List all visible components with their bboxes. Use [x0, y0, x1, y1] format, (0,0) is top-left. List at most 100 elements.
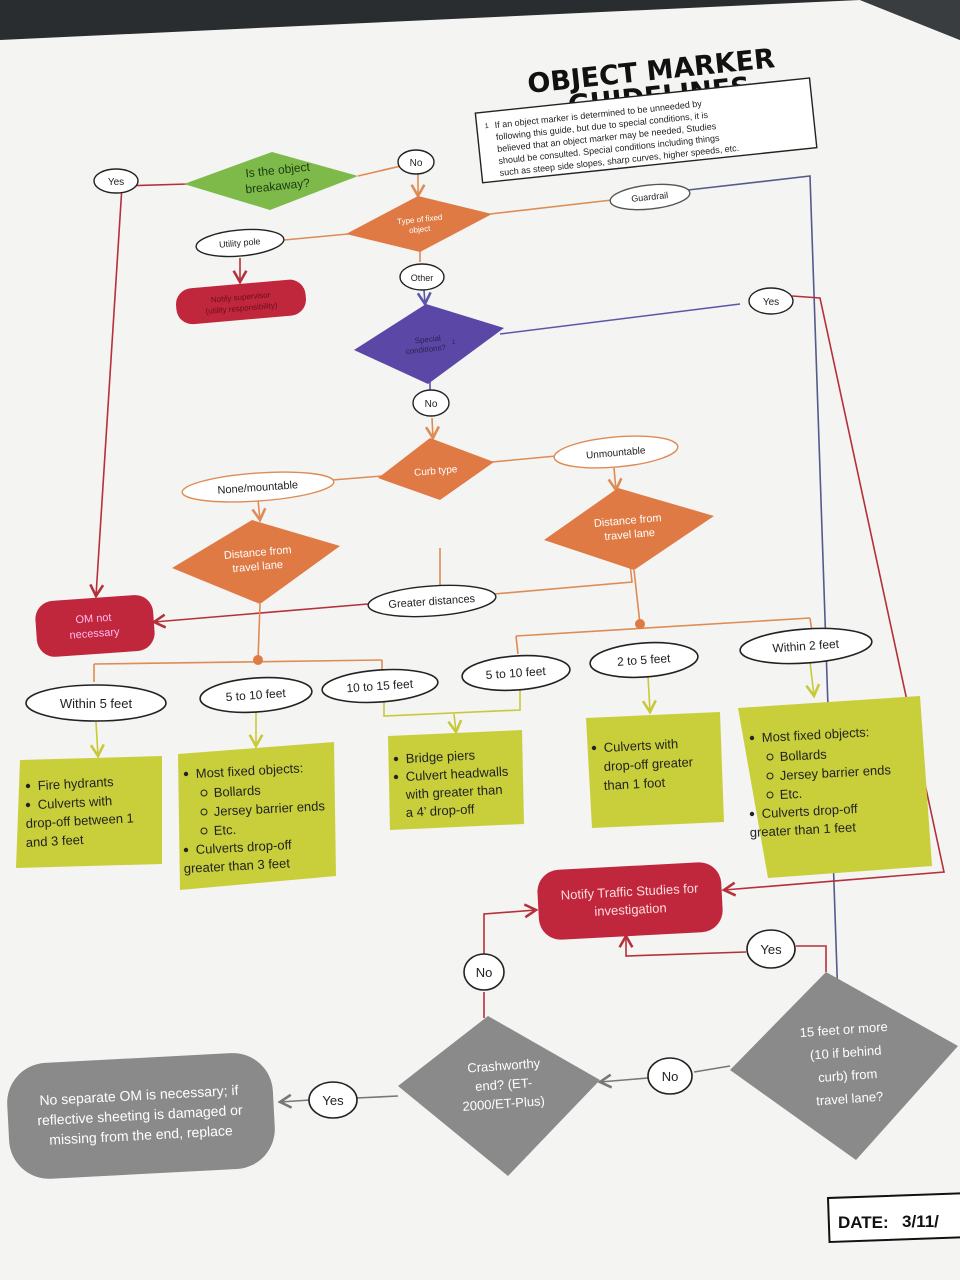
- box-item-text: greater than 1 feet: [749, 819, 856, 840]
- node-notify-studies-line-2: investigation: [594, 900, 667, 919]
- sub-bullet-circle: [766, 772, 774, 780]
- line-utility: [283, 233, 349, 241]
- box-item-text: Fire hydrants: [37, 774, 114, 793]
- line-none-mountable: [331, 475, 383, 481]
- node-dist-right-line-1: Distance from: [593, 512, 662, 530]
- node-om-not-line-1: OM not: [75, 612, 112, 626]
- label-no-breakaway: No: [397, 149, 435, 175]
- node-crashworthy-line-1: Crashworthy: [467, 1055, 541, 1075]
- label-no-crash-text: No: [476, 965, 493, 980]
- label-left-5to10-text: 5 to 10 feet: [225, 686, 287, 704]
- label-none-mountable: None/mountable: [181, 471, 335, 503]
- box-item-text: than 1 foot: [603, 775, 666, 793]
- bullet-dot: [393, 756, 399, 762]
- node-notify-supervisor: Notify supervisor (utility responsibilit…: [176, 279, 306, 325]
- box-item-text: greater than 3 feet: [183, 855, 290, 876]
- label-unmountable-text: Unmountable: [586, 445, 647, 461]
- bullet-dot: [183, 771, 189, 777]
- line-to-box-4: [641, 675, 657, 715]
- line-left-trunk: [257, 603, 261, 661]
- line-right-trunk: [633, 569, 641, 625]
- label-yes-crash-text: Yes: [322, 1093, 344, 1108]
- box-item-text: Most fixed objects:: [195, 760, 303, 781]
- junction-dot-right: [635, 619, 645, 629]
- date-value: 3/11/: [902, 1212, 939, 1231]
- box-item-text: Culverts drop-off: [195, 837, 292, 857]
- node-fifteen-line-1: 15 feet or more: [799, 1019, 888, 1040]
- label-within2-text: Within 2 feet: [772, 637, 840, 656]
- node-fixed-type: Type of fixed object: [346, 196, 492, 252]
- box-item-text: with greater than: [404, 782, 502, 802]
- label-greater-distances: Greater distances: [367, 584, 497, 618]
- bullet-dot: [749, 811, 755, 817]
- node-dist-right: Distance from travel lane: [544, 488, 714, 570]
- box-item-text: Most fixed objects:: [761, 724, 869, 745]
- node-breakaway: Is the object breakaway?: [184, 152, 358, 210]
- bullet-dot: [393, 774, 399, 780]
- label-no-breakaway-text: No: [410, 158, 423, 169]
- box-item-text: Bollards: [779, 747, 827, 764]
- label-left-5to10: 5 to 10 feet: [199, 676, 313, 714]
- line-special-yes: [499, 303, 741, 335]
- box-item-text: Bollards: [213, 783, 261, 800]
- label-within5: Within 5 feet: [25, 684, 167, 722]
- line-crash-no-up: [483, 903, 539, 954]
- sub-bullet-circle: [200, 808, 208, 816]
- line-unmountable-down: [607, 467, 623, 493]
- date-label: DATE:: [838, 1213, 889, 1232]
- label-none-mountable-text: None/mountable: [217, 479, 298, 497]
- label-unmountable: Unmountable: [553, 435, 679, 469]
- footnote-marker: 1: [484, 123, 489, 130]
- label-right-5to10-text: 5 to 10 feet: [485, 664, 547, 682]
- node-special-line-1: Special: [414, 334, 441, 346]
- box-item-text: drop-off greater: [603, 754, 694, 774]
- label-yes-crash: Yes: [308, 1081, 358, 1119]
- node-dist-right-line-2: travel lane: [604, 527, 656, 543]
- node-special-superscript: 1: [452, 340, 456, 346]
- node-dist-left-line-2: travel lane: [232, 559, 284, 575]
- bullet-dot: [25, 802, 31, 808]
- sub-bullet-circle: [200, 827, 208, 835]
- line-none-mountable-down: [251, 499, 267, 523]
- label-yes-special-text: Yes: [763, 297, 779, 308]
- line-to-box-1: [89, 721, 105, 759]
- box-item-text: Culverts with: [37, 793, 112, 812]
- line-to-box-3b: [447, 713, 463, 735]
- label-yes-special: Yes: [748, 287, 794, 315]
- label-within5-text: Within 5 feet: [60, 696, 133, 711]
- box-item-text: Culvert headwalls: [405, 764, 509, 784]
- line-crash-yes-left: [277, 1093, 311, 1109]
- node-curb: Curb type: [378, 438, 494, 500]
- node-special: Special conditions? 1: [354, 304, 504, 384]
- line-greater-left: [151, 603, 369, 629]
- bullet-dot: [183, 847, 189, 853]
- node-crashworthy-line-2: end? (ET-: [475, 1075, 533, 1094]
- label-no-crash: No: [463, 953, 505, 991]
- box-item-text: and 3 feet: [25, 832, 84, 850]
- node-fifteen-line-2: (10 if behind: [809, 1043, 881, 1063]
- label-guardrail-text: Guardrail: [631, 190, 669, 204]
- line-greater-right: [493, 563, 633, 595]
- line-fifteen-no-left: [597, 1073, 649, 1089]
- box-item-text: drop-off between 1: [25, 810, 134, 831]
- box-item-text: Culverts drop-off: [761, 801, 858, 821]
- node-fifteen-line-4: travel lane?: [816, 1089, 884, 1109]
- label-no-fifteen: No: [647, 1057, 693, 1095]
- label-right-5to10: 5 to 10 feet: [461, 654, 571, 692]
- line-fifteen-yes-left: [618, 933, 747, 957]
- node-dist-left: Distance from travel lane: [172, 520, 340, 604]
- label-other: Other: [399, 263, 445, 291]
- label-within2: Within 2 feet: [739, 627, 873, 665]
- node-crashworthy: Crashworthy end? (ET- 2000/ET-Plus): [398, 1016, 600, 1176]
